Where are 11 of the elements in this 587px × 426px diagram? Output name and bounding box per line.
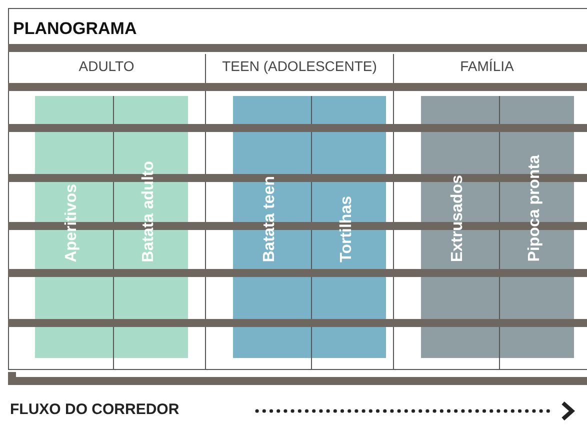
- title: PLANOGRAMA: [13, 19, 137, 39]
- category-label: Batata teen: [261, 176, 279, 262]
- category-label: Pipoca pronta: [526, 155, 544, 262]
- section-header: ADULTO: [78, 58, 136, 74]
- category-label: Batata adulto: [140, 160, 158, 262]
- category-label: Aperitivos: [63, 184, 81, 262]
- section-header: FAMÍLIA: [459, 58, 515, 74]
- category-label: Extrusados: [449, 174, 467, 262]
- category-label: Tortilhas: [338, 196, 356, 262]
- aisle-flow-label: FLUXO DO CORREDOR: [10, 401, 180, 418]
- section-header: TEEN (ADOLESCENTE): [221, 58, 378, 74]
